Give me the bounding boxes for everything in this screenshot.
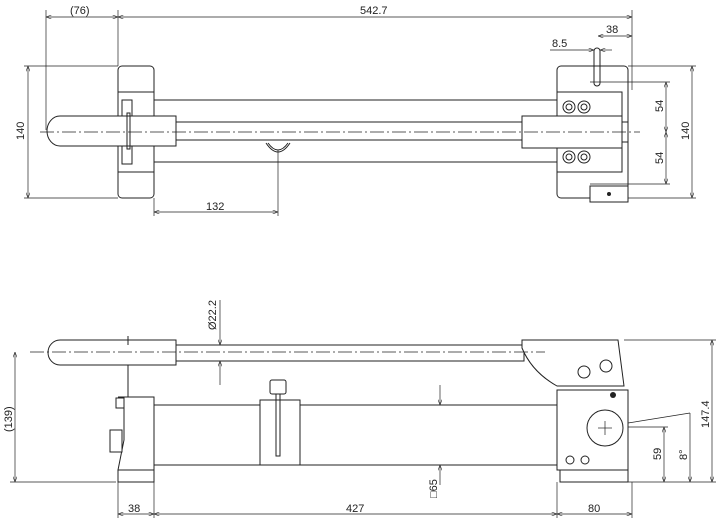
dim-right-lower: 54: [654, 152, 666, 164]
handle-grip: [46, 115, 177, 147]
pump-body: [556, 389, 629, 471]
dim-overall-height: 147.4: [700, 400, 712, 428]
left-bolt: [115, 397, 125, 409]
dim-overall-length: 542.7: [360, 5, 388, 17]
dim-handle-height: (139): [3, 406, 15, 432]
dim-right-upper: 54: [654, 100, 666, 112]
pump-foot: [559, 469, 629, 483]
handle-tube: [175, 121, 525, 141]
dim-handle-overhang: (76): [70, 5, 90, 17]
dim-span: 427: [346, 503, 364, 515]
handle-tube: [175, 344, 525, 362]
dim-right-height: 140: [680, 122, 692, 140]
dim-tube-diameter: Ø22.2: [207, 300, 219, 330]
left-knob: [109, 429, 123, 453]
dim-left-width: 38: [128, 503, 140, 515]
pressure-gauge: [586, 409, 624, 447]
pump-head: [521, 339, 625, 387]
dim-left-height: 140: [15, 122, 27, 140]
valve-center: [607, 192, 611, 196]
grip-ring: [126, 112, 131, 150]
left-foot: [117, 469, 155, 483]
clamp-screw-head: [269, 379, 287, 395]
side-view: Ø22.2 (139) □65 147.4 59 8° 38 427 80: [3, 300, 716, 518]
dim-angle: 8°: [678, 449, 690, 460]
dim-gauge-height: 59: [652, 448, 664, 460]
dim-beam-section: □65: [428, 479, 440, 498]
dim-pin-width: 8.5: [552, 38, 567, 50]
handle-grip: [47, 339, 177, 366]
dim-right-width: 80: [588, 503, 600, 515]
bolts: [562, 100, 591, 164]
dim-clip-position: 132: [206, 201, 224, 213]
clamp-rod: [275, 393, 281, 457]
pin: [593, 47, 601, 87]
dim-right-offset: 38: [606, 24, 618, 36]
top-view: (76) 542.7 38 8.5 140 54 54 140 132: [15, 5, 696, 216]
